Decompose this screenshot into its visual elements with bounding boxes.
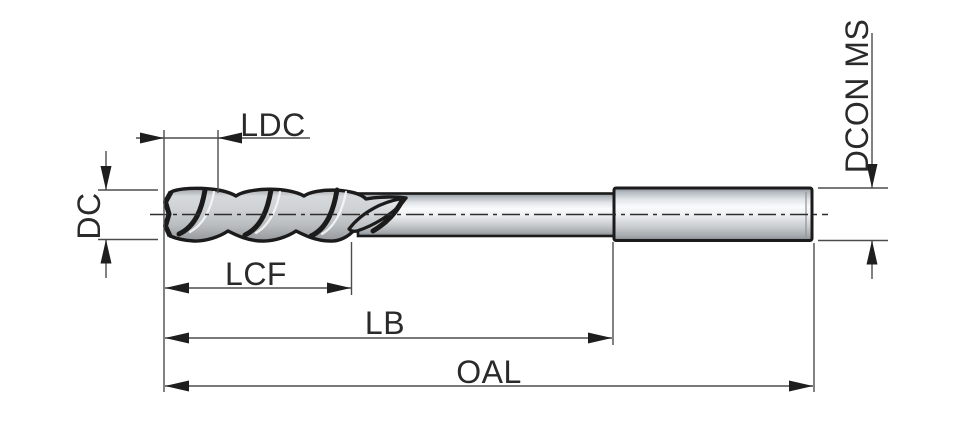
ldc-dimension: [136, 130, 310, 193]
oal-arrow-left-icon: [165, 380, 189, 392]
oal-dimension: [165, 243, 815, 392]
ldc-label: LDC: [240, 107, 306, 143]
lcf-arrow-right-icon: [327, 282, 351, 294]
lcf-dimension: [165, 242, 353, 295]
lb-dimension: [165, 242, 614, 345]
ldc-arrow-right-icon: [140, 132, 164, 144]
dcon-ms-label: DCON MS: [839, 18, 875, 174]
dc-arrow-up-icon: [100, 239, 112, 264]
dcon-arrow-up-icon: [866, 240, 878, 265]
lcf-arrow-left-icon: [165, 282, 189, 294]
lb-arrow-left-icon: [165, 332, 189, 344]
tip-edge: [163, 190, 174, 238]
lb-label: LB: [364, 305, 406, 341]
lcf-label: LCF: [225, 256, 287, 292]
ldc-arrow-left-icon: [218, 132, 242, 144]
dc-arrow-down-icon: [100, 166, 112, 190]
dcon-dimension: [818, 33, 888, 279]
dcon-arrow-down-icon: [866, 164, 878, 188]
spiral-flute-edges: [176, 187, 405, 239]
oal-label: OAL: [456, 354, 522, 390]
dc-label: DC: [71, 192, 107, 240]
lb-arrow-right-icon: [588, 332, 612, 344]
dc-dimension: [98, 151, 158, 278]
oal-arrow-right-icon: [789, 380, 813, 392]
